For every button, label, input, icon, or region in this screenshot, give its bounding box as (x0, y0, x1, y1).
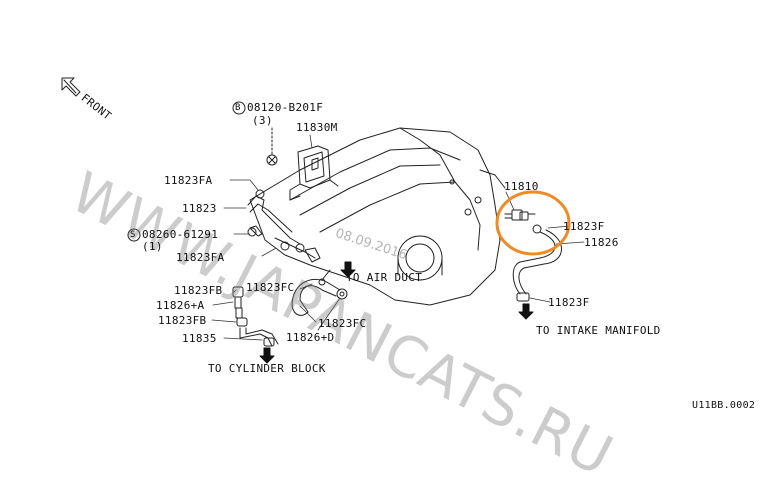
highlight-circle (495, 190, 571, 256)
to-intake-manifold-label: TO INTAKE MANIFOLD (536, 324, 661, 337)
engine-head (249, 127, 506, 306)
part-qty-08260: (1) (142, 240, 163, 253)
part-label-11823FA-bottom: 11823FA (176, 251, 225, 264)
lower-left-hoses (232, 286, 279, 347)
part-label-11823FB-top: 11823FB (174, 284, 223, 297)
arrow-to-air-duct-icon (340, 261, 356, 278)
parts-diagram (61, 77, 585, 364)
left-hose-assembly (247, 189, 321, 263)
bolt-s-symbol-letter: S (130, 230, 136, 240)
bolt-b-symbol-letter: B (235, 103, 241, 113)
part-label-11830M: 11830M (296, 121, 338, 134)
leader-lines (211, 134, 585, 341)
part-label-11823F-bottom: 11823F (548, 296, 590, 309)
diagram-code: U11BB.0002 (692, 400, 756, 411)
part-label-11826: 11826 (584, 236, 619, 249)
part-label-11823: 11823 (182, 202, 217, 215)
bolt-08120-icon (266, 127, 278, 166)
part-label-11823FC-top: 11823FC (246, 281, 295, 294)
bracket-11830M (289, 145, 339, 201)
to-cylinder-block-label: TO CYLINDER BLOCK (208, 362, 326, 375)
bolt-symbol-b-icon (232, 101, 246, 115)
bolt-symbol-s-icon (127, 228, 141, 242)
part-label-11823FA-top: 11823FA (164, 174, 213, 187)
to-air-duct-label: TO AIR DUCT (346, 271, 423, 284)
part-label-11823FC-bottom: 11823FC (318, 317, 367, 330)
part-label-11826D: 11826+D (286, 331, 335, 344)
air-duct-hose (291, 269, 348, 316)
arrow-to-cylinder-block-icon (259, 347, 275, 364)
part-label-11823F-top: 11823F (563, 220, 605, 233)
part-label-08260-61291: 08260-61291 (142, 228, 219, 241)
arrow-to-intake-manifold-icon (518, 303, 534, 320)
part-label-11826A: 11826+A (156, 299, 205, 312)
part-label-11810: 11810 (504, 180, 539, 193)
pcv-valve-11810 (504, 209, 536, 221)
part-label-08120-B201F: 08120-B201F (247, 101, 324, 114)
part-label-11823FB-bottom: 11823FB (158, 314, 207, 327)
part-label-11835: 11835 (182, 332, 217, 345)
front-arrow-icon (61, 77, 81, 97)
part-qty-08120: (3) (252, 114, 273, 127)
right-hose-11826 (512, 224, 562, 302)
